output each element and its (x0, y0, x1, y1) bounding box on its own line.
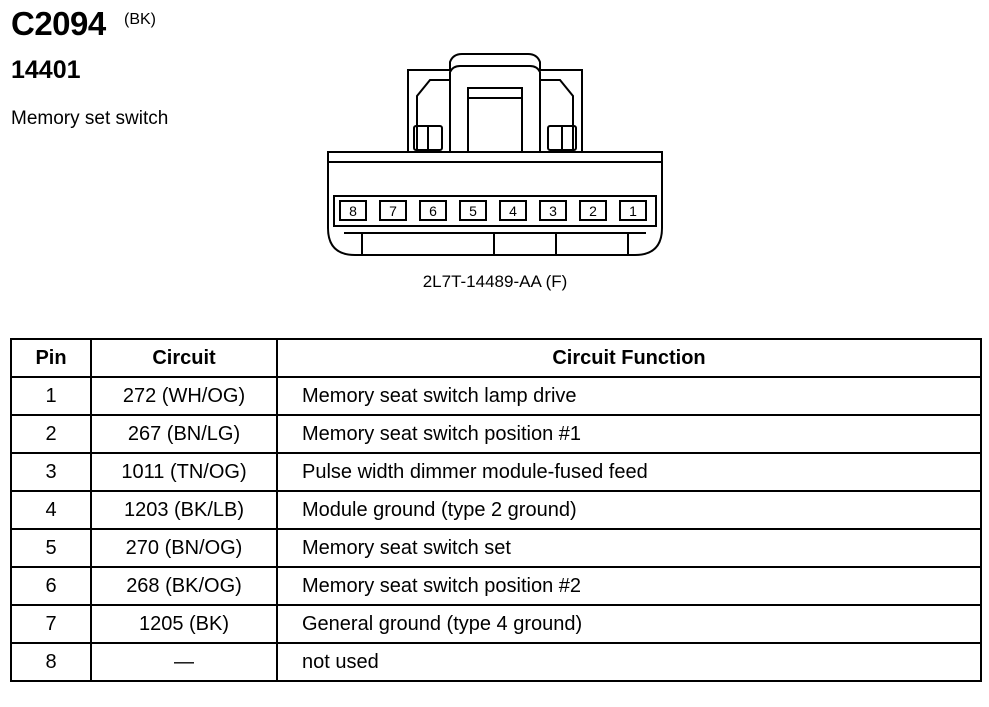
header-pin: Pin (10, 338, 92, 378)
pinout-table: Pin Circuit Circuit Function 1 272 (WH/O… (10, 338, 982, 682)
table-row: 8 — not used (10, 642, 982, 682)
pin-number-label: 6 (429, 203, 437, 219)
header-circuit-function: Circuit Function (276, 338, 982, 378)
locking-tab (467, 87, 523, 153)
pin-number-label: 7 (389, 203, 397, 219)
circuit-cell: 1011 (TN/OG) (90, 452, 278, 492)
pin-cavity-1: 1 (619, 200, 647, 221)
connector-id: C2094 (11, 5, 106, 42)
connector-top-housing (407, 53, 583, 152)
pin-cell: 3 (10, 452, 92, 492)
pin-cavity-6: 6 (419, 200, 447, 221)
connector-part-number: 2L7T-14489-AA (F) (422, 272, 568, 291)
pin-cavities: 8 7 6 5 4 3 2 1 (339, 200, 647, 221)
pin-cavity-box (459, 200, 487, 221)
pin-number-label: 5 (469, 203, 477, 219)
table-row: 3 1011 (TN/OG) Pulse width dimmer module… (10, 452, 982, 492)
pin-cavity-2: 2 (579, 200, 607, 221)
pin-cell: 7 (10, 604, 92, 644)
circuit-cell: — (90, 642, 278, 682)
pin-cavity-box (539, 200, 567, 221)
pin-cavity-8: 8 (339, 200, 367, 221)
pin-cavity-box (499, 200, 527, 221)
pin-cell: 1 (10, 376, 92, 416)
pin-cavity-box (419, 200, 447, 221)
table-header-row: Pin Circuit Circuit Function (10, 338, 982, 378)
pin-number-label: 8 (349, 203, 357, 219)
function-cell: not used (276, 642, 982, 682)
header-circuit: Circuit (90, 338, 278, 378)
pin-cavity-box (619, 200, 647, 221)
component-part-number: 14401 (11, 56, 81, 84)
pin-cavity-5: 5 (459, 200, 487, 221)
connector-face-diagram: 8 7 6 5 4 3 2 1 (327, 53, 663, 256)
function-cell: Memory seat switch set (276, 528, 982, 568)
pin-cell: 5 (10, 528, 92, 568)
pin-cavity-box (379, 200, 407, 221)
connector-color-code: (BK) (124, 11, 156, 28)
function-cell: Memory seat switch position #1 (276, 414, 982, 454)
function-cell: General ground (type 4 ground) (276, 604, 982, 644)
table-row: 1 272 (WH/OG) Memory seat switch lamp dr… (10, 376, 982, 416)
table-row: 5 270 (BN/OG) Memory seat switch set (10, 528, 982, 568)
function-cell: Module ground (type 2 ground) (276, 490, 982, 530)
pin-number-label: 1 (629, 203, 637, 219)
table-row: 4 1203 (BK/LB) Module ground (type 2 gro… (10, 490, 982, 530)
pin-cavity-3: 3 (539, 200, 567, 221)
function-cell: Memory seat switch position #2 (276, 566, 982, 606)
pin-number-label: 2 (589, 203, 597, 219)
circuit-cell: 270 (BN/OG) (90, 528, 278, 568)
table-row: 6 268 (BK/OG) Memory seat switch positio… (10, 566, 982, 606)
circuit-cell: 1205 (BK) (90, 604, 278, 644)
pin-number-label: 4 (509, 203, 517, 219)
component-description: Memory set switch (11, 108, 169, 129)
pin-cavity-box (579, 200, 607, 221)
pin-cell: 6 (10, 566, 92, 606)
circuit-cell: 272 (WH/OG) (90, 376, 278, 416)
connector-body-outline (327, 151, 663, 256)
circuit-cell: 268 (BK/OG) (90, 566, 278, 606)
table-row: 2 267 (BN/LG) Memory seat switch positio… (10, 414, 982, 454)
table-row: 7 1205 (BK) General ground (type 4 groun… (10, 604, 982, 644)
pin-cavity-7: 7 (379, 200, 407, 221)
pin-cell: 2 (10, 414, 92, 454)
pin-cavity-box (339, 200, 367, 221)
function-cell: Pulse width dimmer module-fused feed (276, 452, 982, 492)
circuit-cell: 267 (BN/LG) (90, 414, 278, 454)
pin-cell: 4 (10, 490, 92, 530)
circuit-cell: 1203 (BK/LB) (90, 490, 278, 530)
function-cell: Memory seat switch lamp drive (276, 376, 982, 416)
pin-cell: 8 (10, 642, 92, 682)
pin-cavity-4: 4 (499, 200, 527, 221)
pin-number-label: 3 (549, 203, 557, 219)
